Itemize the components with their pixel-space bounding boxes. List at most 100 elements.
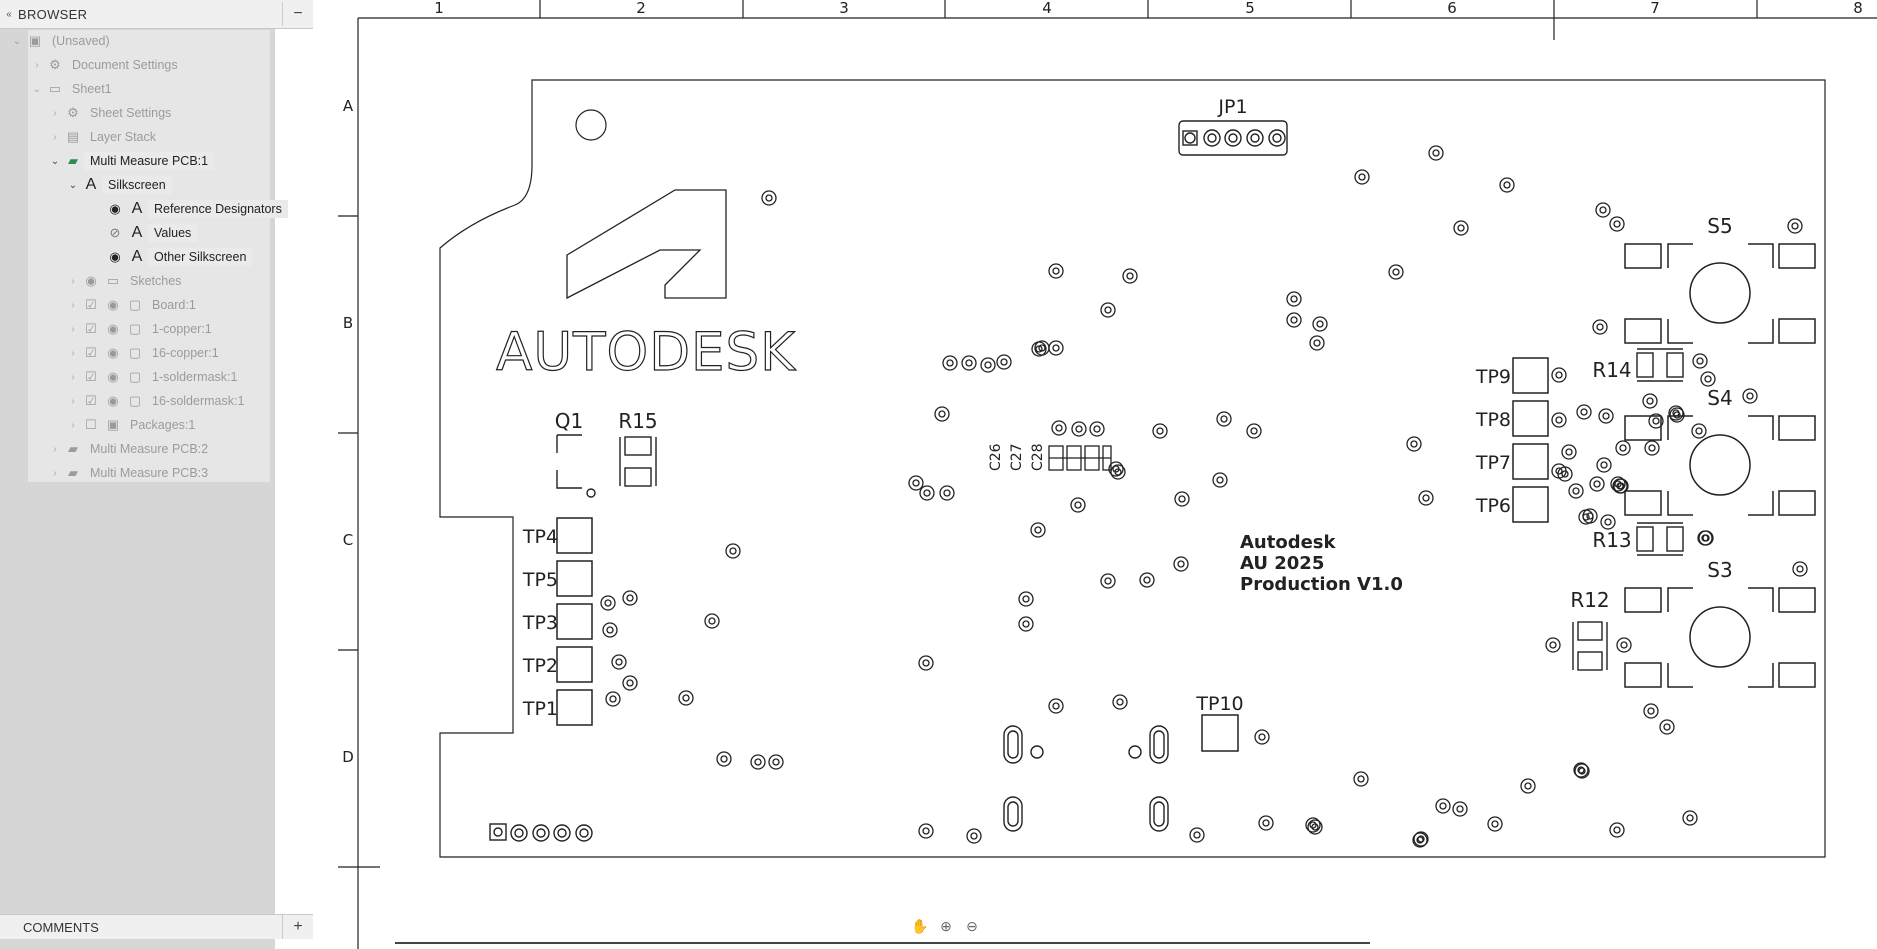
via	[1388, 264, 1404, 280]
tree-item-multi-measure-pcb-1[interactable]: ⌄ ▰ Multi Measure PCB:1	[48, 150, 215, 172]
tree-item-silkscreen[interactable]: ⌄ A Silkscreen	[66, 174, 172, 196]
via	[918, 655, 934, 671]
via	[1520, 778, 1536, 794]
chevron-right-icon[interactable]: ›	[53, 467, 57, 479]
r12-footprint	[1572, 621, 1608, 671]
minimize-browser-button[interactable]: −	[282, 2, 313, 26]
via-drill	[1456, 805, 1464, 813]
eye-icon[interactable]: ◉	[109, 201, 121, 216]
switch-s3	[1624, 587, 1816, 688]
tree-item-layer-stack[interactable]: › ▤ Layer Stack	[48, 126, 162, 148]
eye-icon[interactable]: ◉	[107, 369, 119, 384]
zoom-icon[interactable]: ⊖	[966, 918, 978, 934]
note-line-2: AU 2025	[1240, 553, 1324, 574]
eye-hidden-icon[interactable]: ⊘	[109, 225, 121, 240]
eye-icon[interactable]: ◉	[109, 249, 121, 264]
via	[1112, 694, 1128, 710]
via-drill	[1316, 320, 1324, 328]
via-drill	[1250, 427, 1258, 435]
chevron-down-icon[interactable]: ⌄	[12, 35, 22, 47]
c27-label: C27	[1009, 443, 1025, 471]
tree-item-16-soldermask-1[interactable]: › ☑ ◉ ▢ 16-soldermask:1	[66, 390, 250, 412]
chevron-right-icon[interactable]: ›	[71, 299, 75, 311]
tp6-label: TP6	[1475, 495, 1511, 517]
tree-item-board-1[interactable]: › ☑ ◉ ▢ Board:1	[66, 294, 202, 316]
drawing-canvas[interactable]: 1 2 3 4 5 6 7 8 A B C D AUTODESK JP1	[275, 0, 1877, 949]
document-icon: ▣	[28, 33, 42, 48]
layer-icon: ▢	[128, 393, 142, 408]
eye-icon[interactable]: ◉	[107, 297, 119, 312]
via-drill	[1646, 397, 1654, 405]
via-drill	[1746, 392, 1754, 400]
eye-icon[interactable]: ◉	[107, 345, 119, 360]
tree-item-sketches[interactable]: › ◉ ▭ Sketches	[66, 270, 187, 292]
via	[1173, 556, 1189, 572]
tree-item-packages-1[interactable]: › ☐ ▣ Packages:1	[66, 414, 201, 436]
eye-icon[interactable]: ◉	[107, 321, 119, 336]
horizontal-scrollbar[interactable]	[395, 942, 1370, 944]
tree-item-values[interactable]: ⊘ A Values	[104, 222, 198, 244]
via-drill	[1602, 412, 1610, 420]
via-drill	[1156, 427, 1164, 435]
comments-title: COMMENTS	[23, 919, 99, 935]
eye-icon[interactable]: ◉	[85, 273, 97, 288]
r13-label: R13	[1592, 528, 1631, 552]
chevron-right-icon[interactable]: ›	[71, 395, 75, 407]
chevron-right-icon[interactable]: ›	[53, 443, 57, 455]
via	[942, 355, 958, 371]
tree-item-1-copper-1[interactable]: › ☑ ◉ ▢ 1-copper:1	[66, 318, 218, 340]
tree-item-sheet1[interactable]: ⌄ ▭ Sheet1	[30, 78, 118, 100]
chevron-down-icon[interactable]: ⌄	[68, 179, 78, 191]
tree-item-other-silkscreen[interactable]: ◉ A Other Silkscreen	[104, 246, 253, 268]
chevron-right-icon[interactable]: ›	[71, 419, 75, 431]
via-drill	[1439, 802, 1447, 810]
chevron-right-icon[interactable]: ›	[35, 59, 39, 71]
tree-item-1-soldermask-1[interactable]: › ☑ ◉ ▢ 1-soldermask:1	[66, 366, 243, 388]
tp5-label: TP5	[522, 569, 558, 591]
via	[1286, 291, 1302, 307]
via-drill	[922, 659, 930, 667]
via	[1487, 816, 1503, 832]
via	[1551, 412, 1567, 428]
via-drill	[729, 547, 737, 555]
collapse-panel-icon[interactable]: «	[6, 8, 12, 20]
via-drill	[1578, 767, 1586, 775]
chevron-down-icon[interactable]: ⌄	[32, 83, 42, 95]
checkbox-icon[interactable]: ☑	[85, 369, 97, 384]
via-drill	[606, 626, 614, 634]
via-drill	[946, 359, 954, 367]
tree-item-16-copper-1[interactable]: › ☑ ◉ ▢ 16-copper:1	[66, 342, 225, 364]
via	[1453, 220, 1469, 236]
tree-item-unsaved[interactable]: ⌄ ▣ (Unsaved)	[10, 30, 116, 52]
zoom-window-icon[interactable]: ⊕	[940, 918, 952, 934]
text-layer-icon: A	[85, 176, 97, 193]
chevron-right-icon[interactable]: ›	[53, 107, 57, 119]
chevron-down-icon[interactable]: ⌄	[50, 155, 60, 167]
add-comment-button[interactable]: +	[282, 915, 313, 939]
tree-item-reference-designators[interactable]: ◉ A Reference Designators	[104, 198, 288, 220]
via	[761, 190, 777, 206]
tree-item-document-settings[interactable]: › ⚙ Document Settings	[30, 54, 184, 76]
via	[1100, 302, 1116, 318]
tree-item-sheet-settings[interactable]: › ⚙ Sheet Settings	[48, 102, 177, 124]
tree-item-multi-measure-pcb-3[interactable]: › ▰ Multi Measure PCB:3	[48, 462, 214, 484]
package-icon: ▣	[106, 417, 120, 432]
hand-icon[interactable]: ✋	[911, 918, 929, 934]
via	[1682, 810, 1698, 826]
c28-label: C28	[1030, 443, 1046, 471]
via-drill	[1104, 306, 1112, 314]
text-layer-icon: A	[131, 200, 143, 217]
chevron-right-icon[interactable]: ›	[71, 371, 75, 383]
checkbox-icon[interactable]: ☑	[85, 393, 97, 408]
eye-icon[interactable]: ◉	[107, 393, 119, 408]
tree-item-multi-measure-pcb-2[interactable]: › ▰ Multi Measure PCB:2	[48, 438, 214, 460]
chevron-right-icon[interactable]: ›	[53, 131, 57, 143]
chevron-right-icon[interactable]: ›	[71, 275, 75, 287]
via-drill	[1549, 641, 1557, 649]
checkbox-icon[interactable]: ☑	[85, 345, 97, 360]
checkbox-icon[interactable]: ☑	[85, 297, 97, 312]
checkbox-icon[interactable]: ☐	[85, 417, 97, 432]
checkbox-icon[interactable]: ☑	[85, 321, 97, 336]
chevron-right-icon[interactable]: ›	[71, 347, 75, 359]
chevron-right-icon[interactable]: ›	[71, 323, 75, 335]
